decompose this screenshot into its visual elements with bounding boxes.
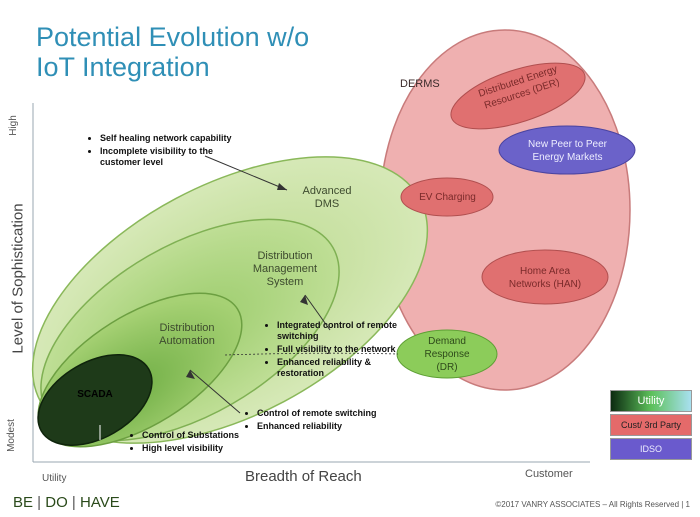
x-axis-right: Customer [525, 468, 573, 480]
dr-connector [224, 352, 399, 356]
x-axis-left: Utility [42, 473, 67, 484]
y-axis-high: High [7, 115, 19, 136]
legend-idso: IDSO [610, 438, 692, 460]
da-arrow [189, 369, 241, 414]
scada-ellipse [37, 354, 153, 446]
brand-logo: BE | DO | HAVE [13, 494, 120, 511]
der-ellipse [450, 62, 586, 130]
bullet-item: High level visibility [142, 443, 272, 454]
title-line-2: IoT Integration [36, 52, 210, 82]
bullet-item: Enhanced reliability [257, 421, 407, 432]
advanced-dms-arrow [204, 155, 288, 191]
bullet-item: Self healing network capability [100, 133, 240, 144]
demand-response-ellipse [396, 329, 498, 379]
copyright: ©2017 VANRY ASSOCIATES – All Rights Rese… [495, 500, 690, 509]
bullets-dms: Integrated control of remote switching F… [265, 320, 397, 381]
bullet-item: Integrated control of remote switching [277, 320, 397, 342]
bullet-item: Control of remote switching [257, 408, 407, 419]
legend-utility: Utility [610, 390, 692, 412]
bullet-item: Incomplete visibility to the customer le… [100, 146, 240, 168]
bullet-item: Enhanced reliability & restoration [277, 357, 397, 379]
y-axis-low: Modest [5, 419, 17, 452]
derms-label: DERMS [400, 78, 440, 90]
peer-markets-ellipse [498, 125, 636, 175]
ev-charging-label: EV Charging [419, 192, 476, 203]
scada-label: SCADA [77, 389, 113, 400]
han-ellipse [481, 249, 609, 305]
bullets-distribution-automation: Control of remote switching Enhanced rel… [245, 408, 407, 434]
y-axis-label: Level of Sophistication [9, 203, 27, 354]
ev-charging-ellipse [400, 177, 494, 217]
bullet-item: Full visibility to the network [277, 344, 397, 355]
x-axis-label: Breadth of Reach [245, 468, 362, 485]
bullets-advanced-dms: Self healing network capability Incomple… [88, 133, 240, 170]
title-line-1: Potential Evolution w/o [36, 22, 310, 52]
legend-cust-3rd-party: Cust/ 3rd Party [610, 414, 692, 436]
bullets-scada: Control of Substations High level visibi… [130, 430, 272, 456]
bullet-item: Control of Substations [142, 430, 272, 441]
page-title: Potential Evolution w/o IoT Integration [36, 22, 309, 82]
dms-arrow [304, 294, 331, 331]
